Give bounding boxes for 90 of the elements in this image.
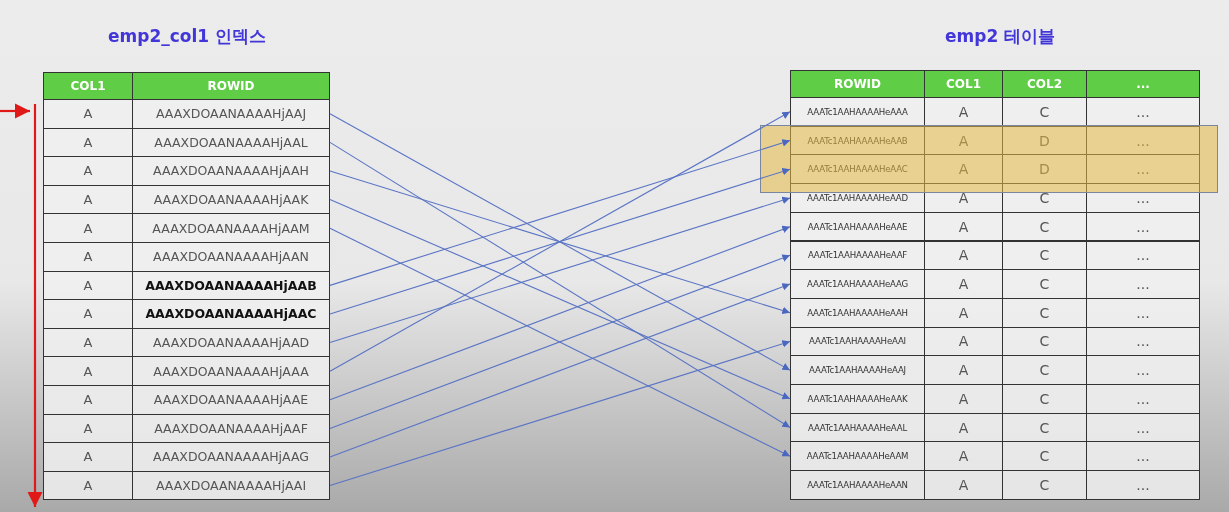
table-title: emp2_col1 인덱스 (108, 25, 267, 48)
table-cell: A (43, 385, 133, 415)
table-cell: C (1002, 240, 1087, 271)
rowid-cell: AAATc1AAHAAAAHeAAF (790, 240, 925, 271)
rowid-cell: AAAXDOAANAAAAHjAAJ (132, 99, 330, 129)
column-header: COL2 (1002, 70, 1087, 98)
rowid-cell: AAATc1AAHAAAAHeAAK (790, 384, 925, 414)
rowid-cell: AAAXDOAANAAAAHjAAK (132, 184, 330, 215)
table-cell: C (1002, 384, 1087, 414)
table-cell: A (924, 269, 1003, 299)
rowid-cell: AAAXDOAANAAAAHjAAA (132, 356, 330, 386)
table-cell: A (43, 299, 133, 329)
table-cell: ... (1086, 326, 1200, 357)
rowid-cell: AAATc1AAHAAAAHeAAH (790, 297, 925, 328)
arrow (329, 340, 791, 487)
table-cell: A (43, 442, 133, 472)
rowid-cell: AAAXDOAANAAAAHjAAN (132, 242, 330, 272)
rowid-cell: AAAXDOAANAAAAHjAAL (132, 127, 330, 158)
table-cell: ... (1086, 297, 1200, 328)
table-cell: A (924, 384, 1003, 414)
table-cell: ... (1086, 211, 1200, 242)
table-cell: ... (1086, 412, 1200, 443)
rowid-cell: AAAXDOAANAAAAHjAAH (132, 156, 330, 186)
table-cell: A (924, 355, 1003, 385)
table-cell: A (43, 470, 133, 501)
table-cell: A (924, 441, 1003, 472)
column-header: COL1 (924, 70, 1003, 98)
rowid-cell: AAAXDOAANAAAAHjAAM (132, 213, 330, 243)
table-cell: ... (1086, 441, 1200, 472)
table-cell: C (1002, 441, 1087, 472)
rowid-cell: AAAXDOAANAAAAHjAAG (132, 442, 330, 472)
arrow (329, 141, 791, 429)
rowid-cell: AAATc1AAHAAAAHeAAG (790, 269, 925, 299)
table-cell: ... (1086, 384, 1200, 414)
table-cell: ... (1086, 97, 1200, 127)
table-cell: ... (1086, 355, 1200, 385)
arrow (329, 227, 791, 457)
table-cell: C (1002, 297, 1087, 328)
rowid-cell: AAATc1AAHAAAAHeAAL (790, 412, 925, 443)
rowid-cell: AAATc1AAHAAAAHeAAN (790, 470, 925, 500)
table-cell: ... (1086, 240, 1200, 271)
column-header: ... (1086, 70, 1200, 98)
rowid-cell: AAATc1AAHAAAAHeAAA (790, 97, 925, 127)
table-cell: A (924, 97, 1003, 127)
rowid-cell: AAAXDOAANAAAAHjAAI (132, 470, 330, 501)
table-cell: A (43, 242, 133, 272)
column-header: COL1 (43, 72, 133, 100)
arrow (329, 139, 791, 286)
table-title: emp2 테이블 (945, 25, 1056, 48)
table-cell: C (1002, 355, 1087, 385)
table-cell: A (43, 156, 133, 186)
table-cell: ... (1086, 470, 1200, 500)
rowid-cell: AAAXDOAANAAAAHjAAC (132, 299, 330, 329)
rowid-cell: AAAXDOAANAAAAHjAAF (132, 413, 330, 444)
rowid-cell: AAAXDOAANAAAAHjAAB (132, 270, 330, 301)
table-cell: A (43, 213, 133, 243)
table-cell: A (924, 240, 1003, 271)
table-cell: ... (1086, 269, 1200, 299)
table-cell: C (1002, 470, 1087, 500)
table-cell: A (924, 211, 1003, 242)
table (43, 25, 329, 502)
table-cell: C (1002, 211, 1087, 242)
table-cell: A (43, 327, 133, 358)
rowid-cell: AAATc1AAHAAAAHeAAI (790, 326, 925, 357)
table-cell: A (43, 356, 133, 386)
table-cell: C (1002, 326, 1087, 357)
table-cell: A (43, 127, 133, 158)
table-cell: ... (1086, 183, 1200, 213)
table-cell: A (924, 412, 1003, 443)
rowid-cell: AAAXDOAANAAAAHjAAD (132, 327, 330, 358)
rowid-cell: AAATc1AAHAAAAHeAAD (790, 183, 925, 213)
table-cell: A (43, 99, 133, 129)
table-cell: A (924, 297, 1003, 328)
arrow (329, 254, 791, 429)
column-header: ROWID (790, 70, 925, 98)
rowid-cell: AAATc1AAHAAAAHeAAE (790, 211, 925, 242)
table-cell: A (43, 270, 133, 301)
table-cell: A (924, 470, 1003, 500)
table-cell: A (43, 184, 133, 215)
table-cell: A (924, 326, 1003, 357)
table-cell: C (1002, 97, 1087, 127)
rowid-cell: AAATc1AAHAAAAHeAAJ (790, 355, 925, 385)
table-cell: C (1002, 412, 1087, 443)
table-cell: C (1002, 269, 1087, 299)
arrow (329, 196, 791, 344)
arrow (329, 283, 791, 458)
rowid-cell: AAAXDOAANAAAAHjAAE (132, 385, 330, 415)
column-header: ROWID (132, 72, 330, 100)
table-cell: A (43, 413, 133, 444)
rowid-cell: AAATc1AAHAAAAHeAAM (790, 441, 925, 472)
